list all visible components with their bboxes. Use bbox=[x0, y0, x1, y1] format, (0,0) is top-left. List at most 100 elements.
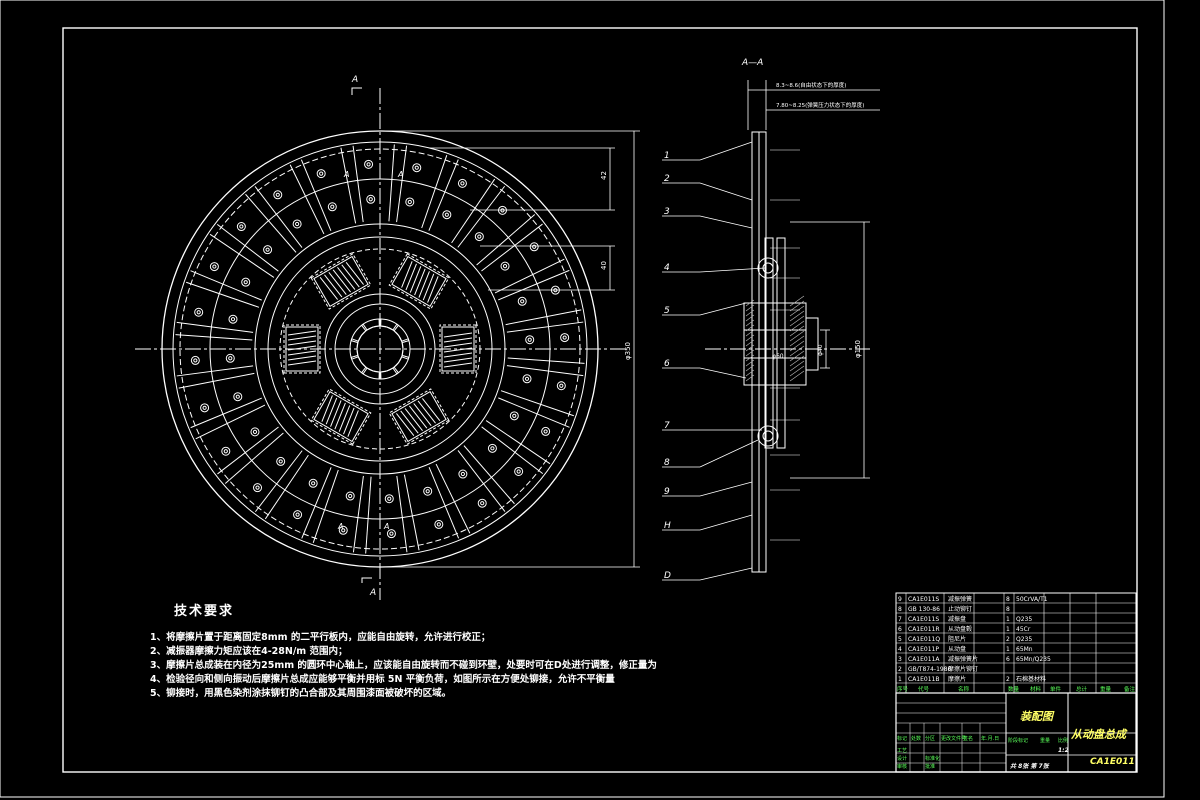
bom-cell: Q235 bbox=[1016, 616, 1032, 623]
drawing-number: CA1E011 bbox=[1090, 757, 1135, 767]
callout-4: 4 bbox=[662, 263, 766, 273]
bom-cell: 石棉基材料 bbox=[1016, 675, 1046, 683]
title-block: 标记处数分区更改文件号签名年.月.日设计标准化审核工艺批准阶段标记重量比例装配图… bbox=[895, 692, 1137, 773]
callout-7: 7 bbox=[662, 421, 762, 431]
thickness-free: 8.3~8.6(自由状态下的厚度) bbox=[776, 81, 846, 89]
bom-cell: 65Mn/Q235 bbox=[1016, 656, 1051, 663]
bom-cell: 止动铆钉 bbox=[948, 605, 972, 613]
bom-cell: 9 bbox=[898, 596, 902, 603]
scale: 1:2 bbox=[1058, 747, 1069, 754]
bom-cell: 65Mn bbox=[1016, 646, 1033, 653]
bom-cell: CA1E011R bbox=[908, 626, 940, 633]
drawing-type: 装配图 bbox=[1020, 710, 1055, 723]
bom-cell: 1 bbox=[1006, 646, 1010, 653]
title-block-label: 标记 bbox=[897, 735, 907, 742]
bom-cell: 2 bbox=[898, 666, 902, 673]
tech-line-4: 4、检验径向和侧向振动后摩擦片总成应能够平衡并用标 5N 平衡负荷，如图所示在方… bbox=[150, 674, 615, 685]
section-thickness-dims bbox=[747, 80, 880, 130]
bom-cell: CA1E011B bbox=[908, 676, 939, 683]
callout-1: 1 bbox=[662, 141, 753, 161]
bom-header: 名称 bbox=[958, 685, 970, 693]
title-block-label: 设计 bbox=[897, 755, 907, 762]
title-block-label: 更改文件号 bbox=[941, 735, 966, 742]
bom-cell: 4 bbox=[898, 646, 902, 653]
bom-cell: 45Cr bbox=[1016, 626, 1031, 633]
bom-cell: Q235 bbox=[1016, 636, 1032, 643]
bom-cell: 1 bbox=[1006, 616, 1010, 623]
tech-line-2: 2、减振器摩擦力矩应该在4-28N/m 范围内； bbox=[150, 646, 348, 657]
bom-header: 单件 bbox=[1050, 685, 1062, 693]
part-name: 从动盘总成 bbox=[1071, 728, 1128, 741]
callout-label: 7 bbox=[664, 421, 670, 431]
tech-line-1: 1、将摩擦片置于距离固定8mm 的二平行板内，应能自由旋转，允许进行校正； bbox=[150, 632, 491, 643]
title-block-label: 工艺 bbox=[897, 748, 907, 754]
cut-mark-top: A bbox=[351, 75, 358, 85]
callout-8: 8 bbox=[662, 439, 759, 468]
bom-cell: 1 bbox=[1006, 626, 1010, 633]
dim-hub-diameter: φ150 bbox=[854, 340, 862, 358]
tech-line-3: 3、摩擦片总成装在内径为25mm 的圆环中心轴上，应该能自由旋转而不碰到环壁，处… bbox=[150, 660, 657, 671]
title-block-label: 签名 bbox=[963, 735, 973, 742]
bom-header: 备注 bbox=[1124, 685, 1136, 693]
title-block-label: 处数 bbox=[911, 735, 921, 742]
drawing-frame bbox=[62, 27, 1138, 773]
bom-cell: 8 bbox=[898, 606, 902, 613]
callout-H: H bbox=[662, 514, 753, 531]
detail-mark-4: A bbox=[383, 522, 389, 531]
bom-cell: 减振弹簧片 bbox=[948, 655, 978, 663]
title-block-label: 分区 bbox=[925, 735, 935, 742]
detail-mark-3: A bbox=[337, 522, 343, 531]
bom-cell: 从动盘毂 bbox=[948, 625, 972, 633]
title-block-label: 批准 bbox=[925, 763, 935, 770]
bom-header: 序号 bbox=[897, 685, 909, 693]
section-title: A—A bbox=[741, 58, 763, 68]
callout-label: 2 bbox=[664, 174, 670, 184]
dim-outer-diameter: φ350 bbox=[624, 342, 632, 360]
title-block-label: 重量 bbox=[1040, 737, 1050, 744]
detail-mark-1: A bbox=[343, 170, 349, 179]
bom-cell: GB 130-86 bbox=[908, 606, 940, 613]
callout-label: 4 bbox=[664, 263, 670, 273]
dim-right-width: 40 bbox=[600, 261, 608, 270]
callout-9: 9 bbox=[662, 481, 753, 497]
bom-cell: 2 bbox=[1006, 676, 1010, 683]
callout-label: D bbox=[664, 571, 671, 581]
clutch-disc-front-view bbox=[135, 88, 625, 600]
bom-cell: 阻尼片 bbox=[948, 635, 966, 643]
bom-cell: GB/T874-1986 bbox=[908, 666, 952, 673]
thickness-loaded: 7.80~8.25(弹簧压力状态下的厚度) bbox=[776, 101, 864, 109]
bom-header: 总计 bbox=[1076, 685, 1088, 693]
bom-cell: 1 bbox=[898, 676, 902, 683]
tech-title: 技术要求 bbox=[174, 604, 235, 619]
bom-header: 数量 bbox=[1008, 685, 1020, 693]
technical-requirements: 技术要求 1、将摩擦片置于距离固定8mm 的二平行板内，应能自由旋转，允许进行校… bbox=[150, 600, 710, 701]
title-block-label: 标准化 bbox=[925, 755, 940, 762]
callout-label: H bbox=[664, 521, 671, 531]
bom-cell: 8 bbox=[1006, 596, 1010, 603]
bom-cell: 减振弹簧 bbox=[948, 595, 972, 603]
outer-frame bbox=[0, 0, 1165, 798]
bom-cell: CA1E011Q bbox=[908, 636, 940, 643]
sheet-count: 共 8张 第 7张 bbox=[1010, 762, 1050, 770]
bom-cell: 从动盘 bbox=[948, 645, 966, 653]
bom-cell: 减振盘 bbox=[948, 615, 966, 623]
detail-mark-2: A bbox=[397, 170, 403, 179]
callout-5: 5 bbox=[662, 302, 747, 316]
disc-dimensions bbox=[380, 130, 640, 568]
bom-header: 材料 bbox=[1030, 685, 1042, 693]
callout-D: D bbox=[662, 567, 753, 581]
bom-cell: 50CrVA/T1 bbox=[1016, 596, 1048, 603]
bom-cell: 摩擦片 bbox=[948, 675, 966, 683]
callout-2: 2 bbox=[662, 174, 753, 201]
title-block-label: 阶段标记 bbox=[1008, 737, 1028, 744]
bom-cell: 5 bbox=[898, 636, 902, 643]
clutch-disc-section-view bbox=[705, 131, 870, 573]
bom-cell: 6 bbox=[1006, 656, 1010, 663]
bom-cell: CA1E011S bbox=[908, 596, 939, 603]
callout-label: 1 bbox=[664, 151, 670, 161]
bom-cell: CA1E011A bbox=[908, 656, 940, 663]
callout-label: 8 bbox=[664, 458, 670, 468]
dim-spline: φ40 bbox=[817, 344, 824, 356]
